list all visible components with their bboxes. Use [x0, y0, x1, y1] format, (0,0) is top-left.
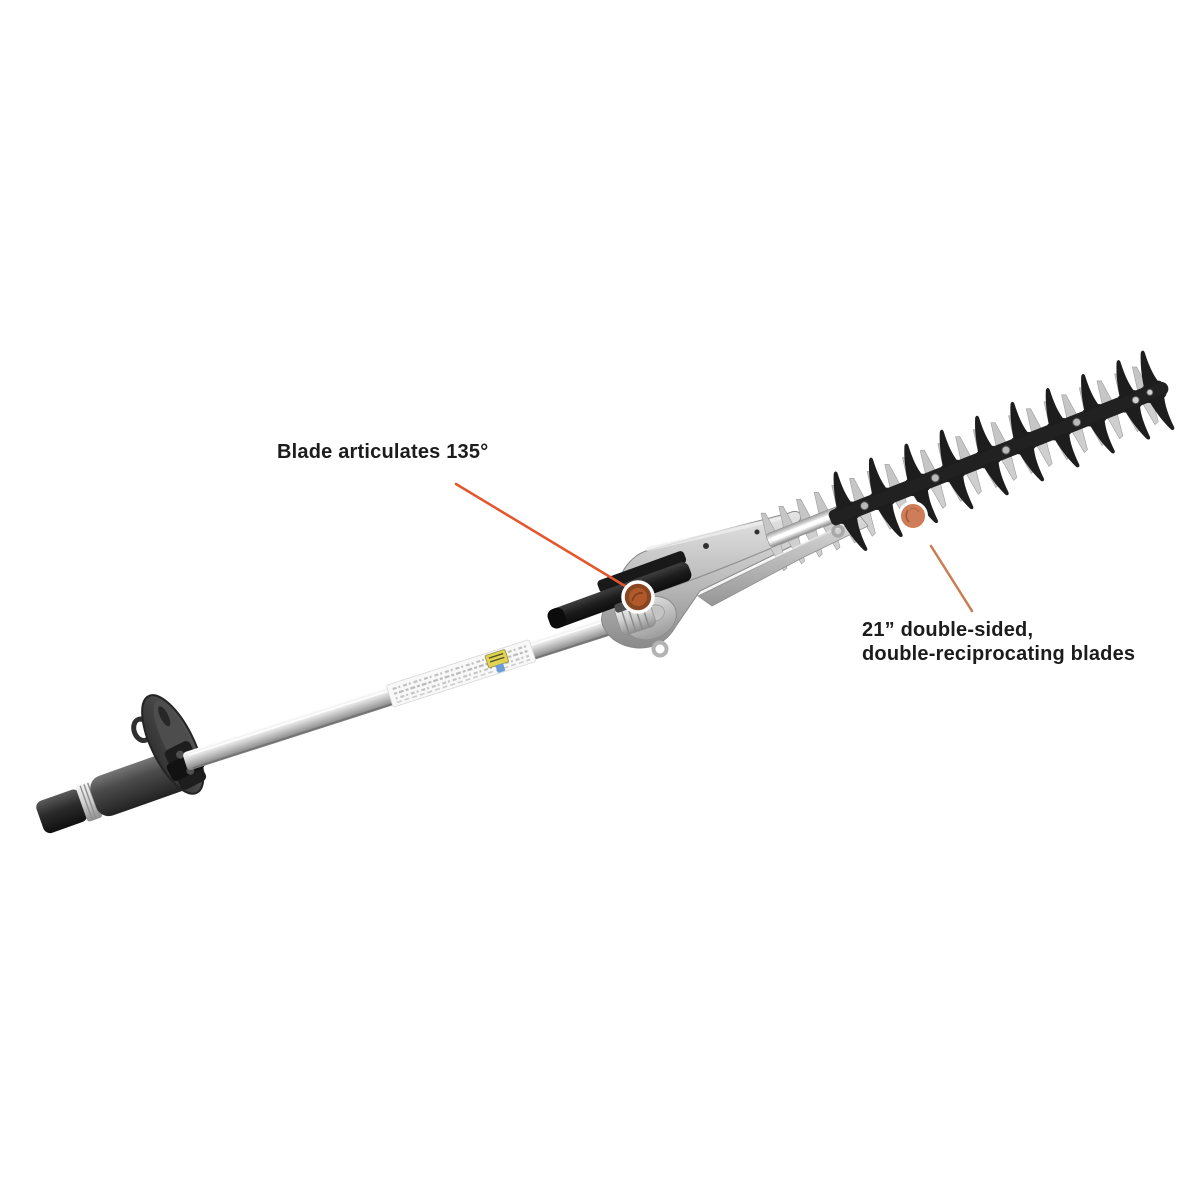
annotation-blade-articulates: Blade articulates 135° — [277, 440, 488, 464]
annotation-blade-articulates-text: Blade articulates 135° — [277, 441, 489, 463]
blade-assembly — [697, 350, 1175, 607]
annotation-blades-spec-line2: double-reciprocating blades — [862, 643, 1136, 665]
cutter-teeth — [833, 350, 1175, 551]
annotation-blades-spec: 21” double-sided, double-reciprocating b… — [862, 618, 1135, 666]
gearbox-bolt — [702, 542, 710, 550]
warning-sticker — [484, 649, 509, 669]
gearbox-bolt — [753, 528, 761, 536]
blue-sticker — [495, 663, 506, 673]
blades-marker — [898, 501, 928, 531]
articulation-marker — [621, 580, 655, 614]
shaft-end-cap — [36, 789, 88, 834]
shaft-instruction-label — [386, 639, 536, 708]
drive-shaft — [183, 608, 640, 771]
articulation-leader-line — [454, 482, 632, 591]
gearbox-hanging-ring — [651, 640, 669, 658]
blades-leader-line — [929, 544, 974, 613]
annotation-blades-spec-line1: 21” double-sided, — [862, 619, 1034, 641]
blade-rivets — [860, 388, 1154, 511]
arm-hook — [831, 524, 845, 538]
